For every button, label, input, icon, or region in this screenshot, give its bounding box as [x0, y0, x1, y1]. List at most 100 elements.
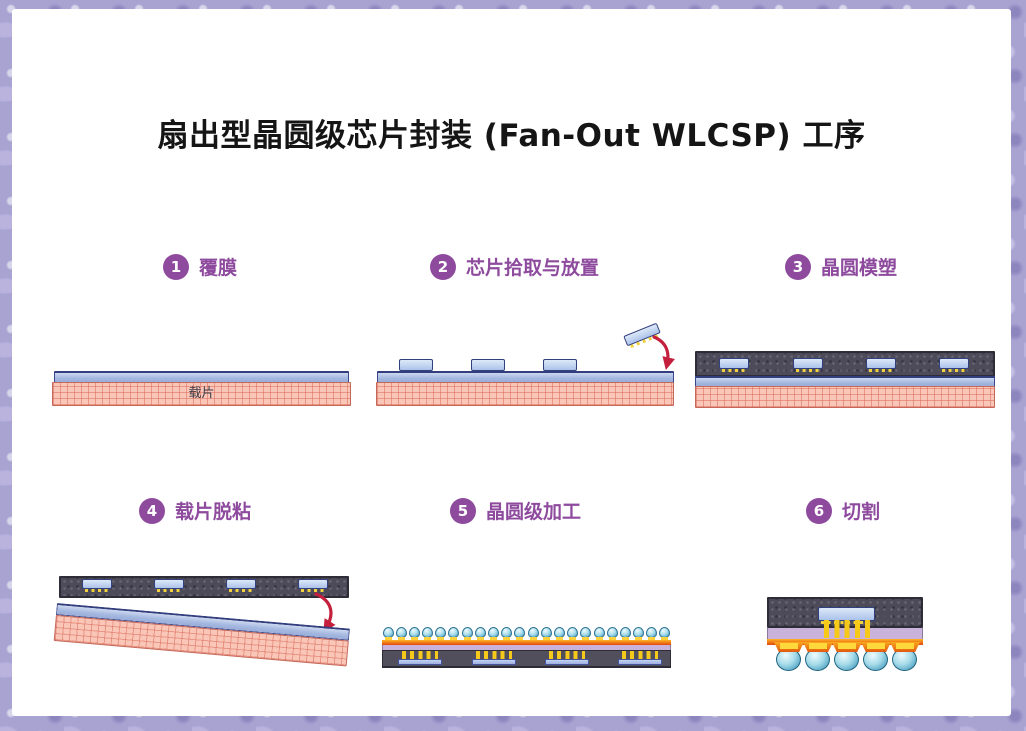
- bump-pad: [516, 637, 524, 642]
- via-pillars: [622, 651, 658, 660]
- step-6-diagram: [765, 595, 925, 677]
- dielectric-layer: [382, 645, 671, 650]
- bump-pad: [582, 637, 590, 642]
- step-5-heading: 5 晶圆级加工: [450, 497, 581, 524]
- debond-arrow-icon: [314, 592, 336, 633]
- bump-pad: [774, 642, 804, 652]
- solder-bump: [395, 627, 407, 643]
- bump-pad: [476, 637, 484, 642]
- placed-chip: [399, 359, 433, 374]
- step-2-diagram: [376, 322, 678, 409]
- bump-pad: [861, 642, 891, 652]
- step-4-label: 载片脱粘: [175, 501, 252, 523]
- carrier-wafer: 载片: [52, 382, 351, 406]
- rdl-layer: [382, 640, 671, 645]
- step-1-number-badge: 1: [163, 253, 189, 280]
- step-3-diagram: [695, 351, 995, 408]
- solder-bump: [382, 627, 394, 643]
- embedded-chip: [618, 659, 662, 665]
- embedded-chip: [719, 358, 749, 372]
- bump-pad: [661, 637, 669, 642]
- bump-pad: [384, 637, 392, 642]
- step-5-number-badge: 5: [450, 497, 476, 524]
- via-pillars: [476, 651, 512, 660]
- bump-pad: [529, 637, 537, 642]
- bump-pad: [555, 637, 563, 642]
- embedded-chip: [866, 358, 896, 372]
- bump-pad: [424, 637, 432, 642]
- bump-pad: [648, 637, 656, 642]
- bump-pad: [595, 637, 603, 642]
- placed-chip: [471, 359, 505, 374]
- bump-pad: [490, 637, 497, 642]
- solder-bump-row: [382, 627, 671, 643]
- step-3-number-badge: 3: [785, 253, 811, 280]
- step-1-label: 覆膜: [199, 257, 238, 279]
- step-2-label: 芯片拾取与放置: [466, 257, 600, 279]
- package-chip: [818, 607, 875, 624]
- bump-pad: [463, 637, 471, 642]
- carrier-label: 载片: [188, 386, 215, 401]
- bump-pad: [450, 637, 458, 642]
- solder-bump: [540, 627, 552, 643]
- page-title: 扇出型晶圆级芯片封装 (Fan-Out WLCSP) 工序: [157, 118, 866, 154]
- embedded-chip: [82, 579, 112, 592]
- solder-bump: [646, 627, 658, 643]
- embedded-chip: [154, 579, 184, 592]
- embedded-chip: [545, 659, 589, 665]
- chip-interconnect-group: [545, 651, 589, 666]
- solder-bump: [633, 627, 645, 643]
- bump-pad: [569, 637, 577, 642]
- solder-bump: [567, 627, 579, 643]
- solder-bump: [593, 627, 605, 643]
- solder-bump: [580, 627, 592, 643]
- chip-interconnect-group: [618, 651, 662, 666]
- bump-pad: [635, 637, 643, 642]
- chip-interconnect-group: [472, 651, 516, 666]
- solder-bump: [408, 627, 420, 643]
- step-5-diagram: [382, 627, 671, 669]
- detached-carrier-stack: [53, 603, 350, 667]
- bump-pad: [803, 642, 833, 652]
- bump-pad: [608, 637, 616, 642]
- embedded-chip: [793, 358, 823, 372]
- step-1-diagram: 载片: [52, 369, 352, 409]
- bump-pad: [410, 637, 418, 642]
- solder-bump: [422, 627, 434, 643]
- via-pillars: [402, 651, 438, 660]
- solder-bump: [514, 627, 526, 643]
- step-2-heading: 2 芯片拾取与放置: [430, 253, 599, 280]
- place-arrow-icon: [652, 335, 675, 370]
- bump-pad: [621, 637, 629, 642]
- carrier-wafer: [376, 382, 674, 406]
- bump-pad: [437, 637, 445, 642]
- solder-bump: [619, 627, 631, 643]
- step-6-label: 切割: [842, 501, 881, 523]
- molded-wafer-flipped: [382, 650, 671, 668]
- embedded-chip: [939, 358, 969, 372]
- solder-bump: [659, 627, 671, 643]
- via-pillars: [824, 620, 870, 638]
- step-4-number-badge: 4: [139, 497, 165, 524]
- solder-bump: [527, 627, 539, 643]
- molded-wafer: [59, 576, 349, 598]
- solder-bump: [501, 627, 513, 643]
- carrier-wafer: [695, 386, 995, 408]
- step-3-heading: 3 晶圆模塑: [785, 253, 897, 280]
- embedded-chip: [398, 659, 442, 665]
- solder-bump: [435, 627, 447, 643]
- embedded-chip: [298, 579, 328, 592]
- step-2-number-badge: 2: [430, 253, 456, 280]
- solder-bump: [461, 627, 473, 643]
- content-card: 扇出型晶圆级芯片封装 (Fan-Out WLCSP) 工序 1 覆膜 2 芯片拾…: [12, 9, 1011, 716]
- solder-bump: [553, 627, 565, 643]
- via-pillars: [549, 651, 585, 660]
- placed-chip: [543, 359, 577, 374]
- embedded-chip: [472, 659, 516, 665]
- solder-bump: [488, 627, 500, 643]
- solder-bump: [606, 627, 618, 643]
- solder-bump: [448, 627, 460, 643]
- step-6-heading: 6 切割: [806, 497, 880, 524]
- step-1-heading: 1 覆膜: [163, 253, 237, 280]
